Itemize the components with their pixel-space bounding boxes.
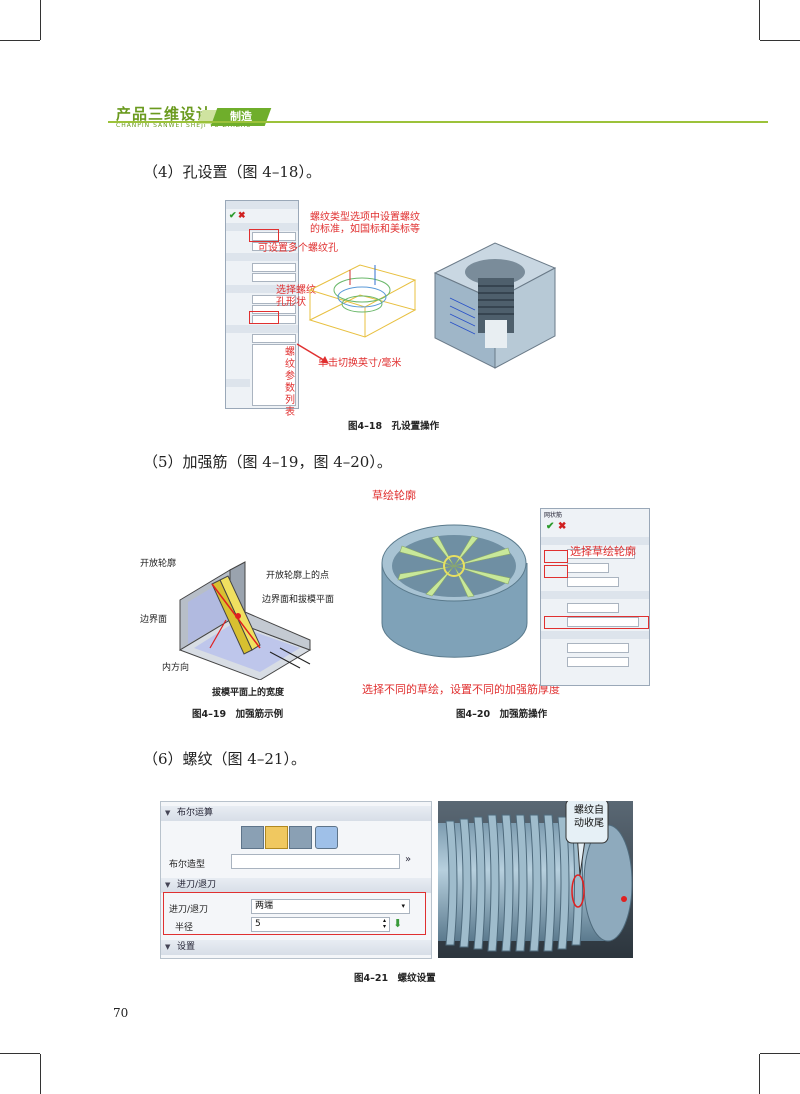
- label-width: 拔模平面上的宽度: [212, 688, 285, 698]
- section-heading-4: （4）孔设置（图 4–18）。: [143, 163, 321, 181]
- label-radius: 半径: [175, 923, 194, 933]
- chevron-down-icon: ▾: [401, 902, 405, 910]
- boolean-shape-field[interactable]: [231, 854, 400, 869]
- label-inward: 内方向: [162, 663, 190, 673]
- mesh-rib-panel: 网状筋 ✔ ✖: [540, 508, 650, 686]
- confirm-icon[interactable]: ✔: [546, 521, 555, 532]
- expand-icon[interactable]: »: [405, 854, 412, 865]
- hole-settings-panel: ✔ ✖: [225, 200, 299, 409]
- section-header-settings[interactable]: 设置: [161, 940, 431, 955]
- highlight-box: [249, 229, 279, 242]
- label-boolean-shape: 布尔造型: [169, 860, 206, 870]
- header-tag-label: 制造: [230, 110, 252, 123]
- figure-caption-4-20: 图4–20 加强筋操作: [456, 709, 548, 720]
- thread-callout: 螺纹自 动收尾: [574, 805, 604, 829]
- annotation-arrow: [296, 343, 329, 364]
- annotation-thread-type: 螺纹类型选项中设置螺纹 的标准，如国标和美标等: [310, 212, 420, 235]
- header-tag: 制造: [210, 108, 272, 126]
- highlight-box: [544, 550, 568, 563]
- crop-mark: [760, 1053, 800, 1054]
- crop-mark: [0, 1053, 40, 1054]
- page-number: 70: [113, 1006, 129, 1020]
- figure-caption-4-19: 图4–19 加强筋示例: [192, 709, 284, 720]
- cancel-icon[interactable]: ✖: [238, 211, 246, 221]
- annotation-multi-hole: 可设置多个螺纹孔: [258, 243, 338, 254]
- crop-mark: [760, 40, 800, 41]
- thread-settings-panel: 布尔运算 布尔造型 » 进刀/退刀 进刀/退刀 两端 ▾ 半径 5 ▴▾ ⬇ 设…: [160, 801, 432, 959]
- boolean-extra-icon[interactable]: [315, 826, 338, 849]
- radius-value: 5: [255, 919, 261, 929]
- panel-title: 网状筋: [544, 512, 563, 519]
- annotation-select-sketch: 选择草绘轮廓: [570, 545, 636, 558]
- boolean-union-icon[interactable]: [241, 826, 264, 849]
- highlight-box: [544, 565, 568, 578]
- label-feed: 进刀/退刀: [169, 905, 209, 915]
- cancel-icon[interactable]: ✖: [558, 521, 567, 532]
- radius-input[interactable]: 5 ▴▾: [251, 917, 390, 932]
- section-header-feed[interactable]: 进刀/退刀: [161, 878, 431, 893]
- ribbed-cylinder-model: [381, 524, 528, 658]
- boolean-intersect-icon[interactable]: [289, 826, 312, 849]
- header-title: 产品三维设计: [116, 105, 213, 123]
- highlight-box: [163, 892, 426, 935]
- wireframe-hole-model: [308, 264, 417, 338]
- section-header-boolean[interactable]: 布尔运算: [161, 806, 431, 821]
- annotation-switch-unit: 单击切换英寸/毫米: [318, 358, 402, 369]
- header-rule: [108, 121, 768, 123]
- crop-mark: [40, 0, 41, 40]
- stepper-icon[interactable]: ▴▾: [382, 917, 386, 930]
- label-boundary: 边界面: [140, 615, 168, 625]
- figure-caption-4-18: 图4–18 孔设置操作: [348, 421, 440, 432]
- annotation-sketch-top: 草绘轮廓: [372, 489, 416, 502]
- rib-example-diagram: [178, 561, 312, 680]
- feed-value: 两端: [255, 901, 274, 911]
- highlight-box: [544, 616, 649, 629]
- highlight-box: [249, 311, 279, 324]
- crop-mark: [759, 1054, 760, 1094]
- crop-mark: [0, 40, 40, 41]
- section-heading-6: （6）螺纹（图 4–21）。: [143, 750, 306, 768]
- annotation-hole-shape: 选择螺纹 孔形状: [276, 285, 316, 308]
- crop-mark: [759, 0, 760, 40]
- annotation-param-list: 螺 纹 参 数 列 表: [285, 347, 295, 418]
- boolean-subtract-icon[interactable]: [265, 826, 288, 849]
- confirm-icon[interactable]: ✔: [229, 211, 237, 221]
- label-boundary-draft: 边界面和拔模平面: [262, 595, 335, 605]
- threaded-rod-model: [438, 801, 633, 958]
- thread-param-list[interactable]: [252, 344, 296, 406]
- section-heading-5: （5）加强筋（图 4–19，图 4–20）。: [143, 453, 392, 471]
- annotation-bottom: 选择不同的草绘，设置不同的加强筋厚度: [362, 683, 560, 696]
- label-point-on-profile: 开放轮廓上的点: [266, 571, 330, 581]
- pick-icon[interactable]: ⬇: [393, 917, 403, 930]
- feed-select[interactable]: 两端 ▾: [251, 899, 410, 914]
- crop-mark: [40, 1054, 41, 1094]
- label-open-profile: 开放轮廓: [140, 559, 177, 569]
- header-subtitle: CHANPIN SANWEI SHEJI YU ZHIZAO: [116, 122, 252, 129]
- threaded-hole-block-icon: [433, 242, 557, 369]
- figure-caption-4-21: 图4–21 螺纹设置: [354, 973, 436, 984]
